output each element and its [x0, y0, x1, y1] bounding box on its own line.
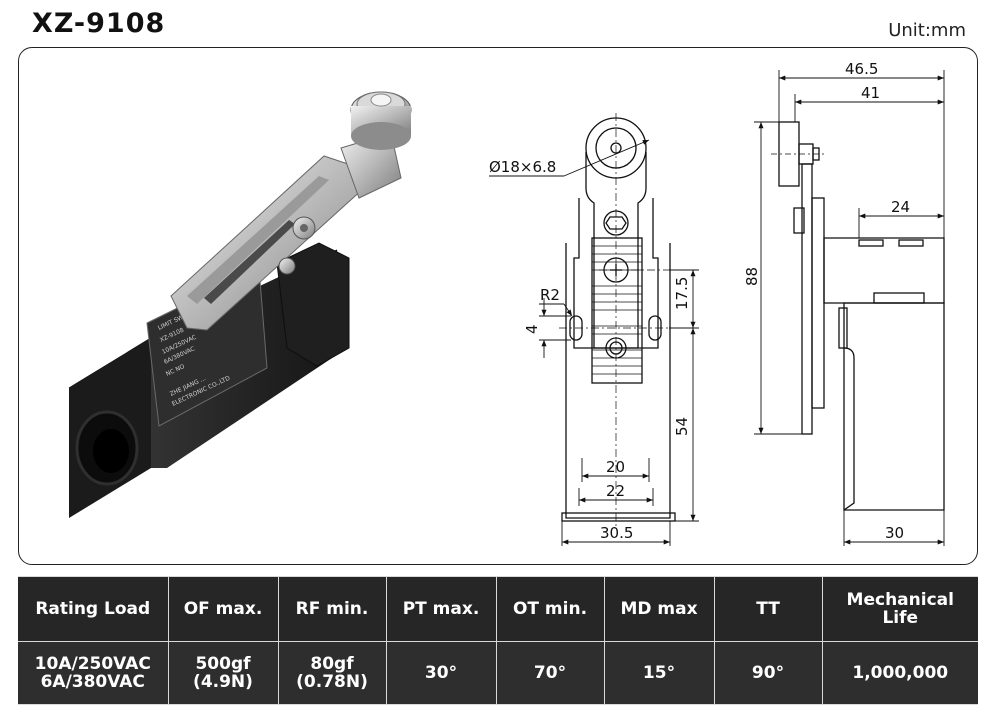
value-tt: 90° [713, 641, 823, 705]
value-pt-max: 30° [385, 641, 497, 705]
drawing-canvas: LIMIT SWITCH XZ-9108 10A/250VAC 6A/380VA… [68, 60, 945, 546]
dim-4: 4 [523, 324, 541, 334]
dim-r2: R2 [540, 286, 560, 304]
dim-20: 20 [606, 458, 625, 476]
model-title: XZ-9108 [32, 8, 166, 39]
value-rf-min-line1: 80gf [310, 654, 354, 674]
dim-roller: Ø18×6.8 [489, 158, 556, 176]
value-ot-min: 70° [495, 641, 605, 705]
dim-17-5: 17.5 [673, 277, 691, 310]
header-md-max: MD max [603, 576, 715, 642]
unit-label: Unit:mm [888, 20, 966, 41]
header-ot-min: OT min. [495, 576, 605, 642]
dim-30-5: 30.5 [600, 524, 633, 542]
value-md-max: 15° [603, 641, 715, 705]
dim-41: 41 [861, 84, 880, 102]
header-of-max: OF max. [167, 576, 279, 642]
spec-header-row: Rating Load OF max. RF min. PT max. OT m… [18, 576, 978, 642]
spec-table: Rating Load OF max. RF min. PT max. OT m… [18, 576, 978, 705]
value-rating-load-line1: 10A/250VAC [34, 654, 151, 674]
value-mechanical-life: 1,000,000 [821, 641, 978, 705]
header-tt: TT [713, 576, 823, 642]
header-rating-load: Rating Load [18, 576, 169, 642]
dim-24: 24 [891, 198, 910, 216]
dim-54: 54 [673, 417, 691, 436]
value-of-max: 500gf (4.9N) [167, 641, 279, 705]
value-of-max-line2: (4.9N) [193, 672, 253, 692]
header-pt-max: PT max. [385, 576, 497, 642]
side-view-dimensions [754, 70, 945, 546]
value-of-max-line1: 500gf [195, 654, 251, 674]
spec-value-row: 10A/250VAC 6A/380VAC 500gf (4.9N) 80gf (… [18, 641, 978, 705]
dim-88: 88 [743, 267, 761, 286]
dim-46-5: 46.5 [845, 60, 878, 78]
side-view-drawing [771, 121, 945, 511]
value-rf-min-line2: (0.78N) [296, 672, 368, 692]
value-rating-load-line2: 6A/380VAC [40, 672, 145, 692]
value-rating-load: 10A/250VAC 6A/380VAC [18, 641, 169, 705]
product-photo: LIMIT SWITCH XZ-9108 10A/250VAC 6A/380VA… [68, 91, 412, 518]
front-view-dimensions [489, 139, 699, 546]
dim-30: 30 [885, 524, 904, 542]
header-mechanical-life: Mechanical Life [821, 576, 978, 642]
front-view-drawing [559, 113, 699, 528]
dim-22: 22 [606, 482, 625, 500]
header-rf-min: RF min. [277, 576, 387, 642]
drawing-frame: LIMIT SWITCH XZ-9108 10A/250VAC 6A/380VA… [18, 47, 978, 565]
value-rf-min: 80gf (0.78N) [277, 641, 387, 705]
